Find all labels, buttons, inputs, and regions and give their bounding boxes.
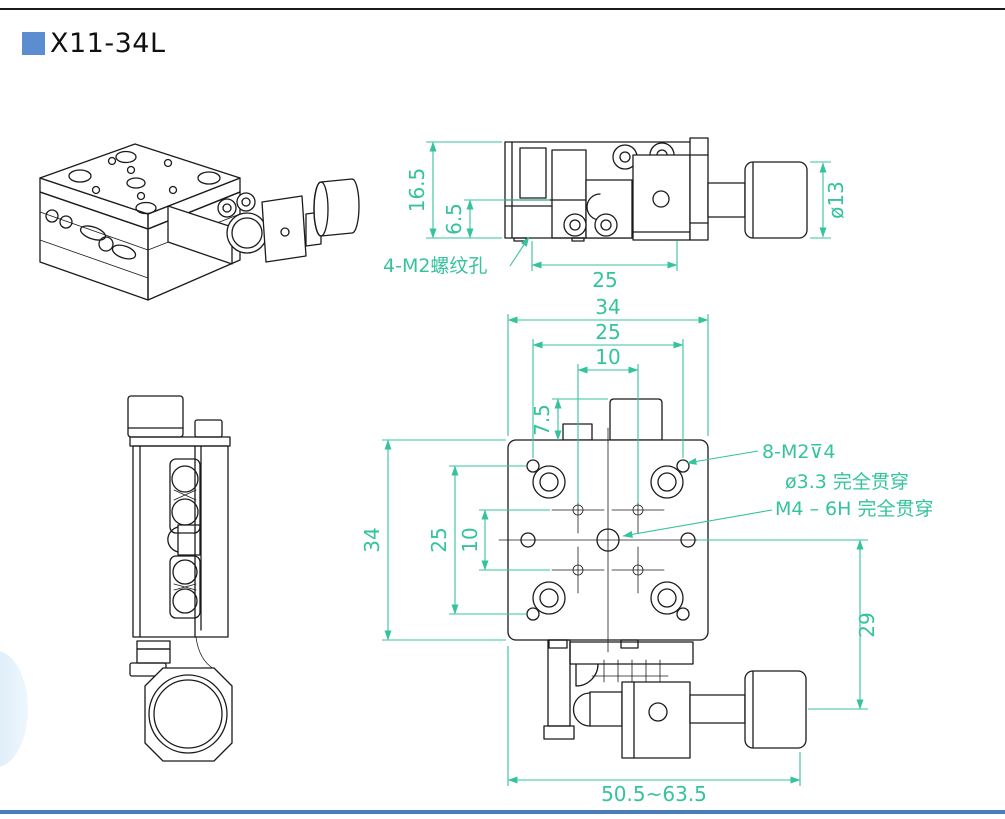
side-shaft: [707, 182, 746, 218]
left-view-knob-clamp: [144, 667, 233, 762]
dim-top-corner-span-x: 25: [595, 320, 620, 344]
dim-top-center-span-y: 10: [458, 527, 482, 552]
title-bullet-square: [22, 32, 45, 55]
dim-top-corner-span-y: 25: [427, 527, 451, 552]
left-view-drawing: [127, 395, 233, 762]
footer-border-line: [0, 810, 1005, 814]
dim-side-hole-span: 25: [592, 268, 617, 292]
dim-total-length-range: 50.5~63.5: [601, 782, 707, 806]
top-view-knob-bump: [609, 398, 663, 441]
side-knob: [744, 161, 808, 239]
label-center-thread: M4 – 6H 完全贯穿: [775, 498, 933, 520]
side-actuator-bracket: [632, 154, 691, 241]
left-view-knob-circle: [148, 674, 228, 754]
top-view-drawing: [498, 398, 807, 759]
left-view-top-knob: [127, 395, 184, 438]
dim-top-width-overall: 34: [595, 295, 620, 319]
label-top-threads: 8-M2⊽4: [762, 441, 835, 463]
iso-top-holes: [68, 150, 221, 215]
dim-top-height-overall: 34: [360, 527, 384, 552]
counterbore-holes: [532, 465, 684, 615]
top-view-carriage: [543, 639, 807, 759]
top-view-knob: [744, 670, 807, 749]
isometric-view-drawing: [39, 143, 360, 301]
corner-thread-holes: [526, 459, 690, 621]
center-m4-hole: [596, 528, 620, 552]
dim-bump-height: 7.5: [530, 404, 554, 436]
dim-side-height: 16.5: [405, 168, 429, 213]
iso-lock-hole: [280, 227, 290, 237]
top-border-line: [0, 8, 1005, 10]
dim-side-base-height: 6.5: [442, 203, 466, 235]
top-view-dimensions: [382, 314, 868, 786]
label-bottom-threads: 4-M2螺纹孔: [383, 255, 487, 277]
label-through-hole: ø3.3 完全贯穿: [785, 471, 909, 493]
left-view-body: [132, 445, 229, 638]
center-hole-leader: [622, 509, 773, 538]
top-threads-leader: [686, 450, 759, 465]
iso-knob: [313, 178, 360, 237]
iso-front-bearings: [45, 209, 137, 260]
thread-callout-leader: [509, 236, 530, 267]
dim-knob-axis-offset: 29: [855, 612, 879, 637]
corner-glow-decoration: [0, 651, 28, 767]
top-view-shaft: [689, 694, 746, 724]
product-title: X11-34L: [50, 28, 166, 59]
dim-knob-diameter: ø13: [824, 181, 848, 219]
dim-top-center-span-x: 10: [595, 345, 620, 369]
iso-actuator-assembly: [167, 178, 360, 265]
side-view-dimensions: [426, 141, 831, 271]
product-title-row: X11-34L: [22, 28, 166, 59]
top-view-actuator-block: [621, 681, 691, 759]
side-view-drawing: [504, 137, 808, 242]
